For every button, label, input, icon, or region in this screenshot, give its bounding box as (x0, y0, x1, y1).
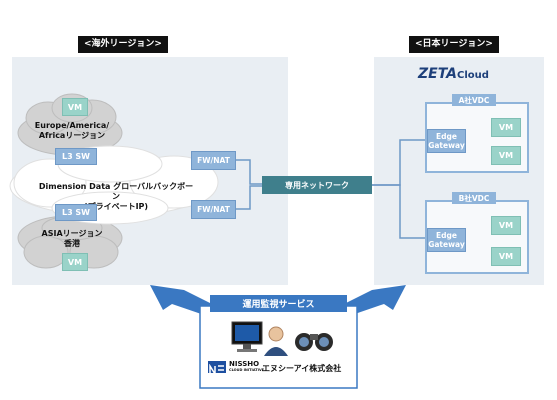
vdc-a-title: A社VDC (452, 94, 496, 106)
nissho-name: NISSHO (229, 360, 260, 368)
vdc-b-vm-2[interactable]: VM (491, 247, 521, 266)
vdc-a-vm-1[interactable]: VM (491, 118, 521, 137)
vm-asia[interactable]: VM (62, 253, 88, 271)
zeta-logo-sub: Cloud (457, 70, 489, 81)
monitor-icon (231, 321, 263, 352)
nci-logo-mark (209, 363, 224, 377)
nissho-sub: CLOUD INITIATIVE (229, 368, 265, 372)
europe-region-label: Europe/America/ Africaリージョン (34, 121, 110, 140)
fw-nat-bottom[interactable]: FW/NAT (191, 200, 236, 219)
overseas-region-tag: <海外リージョン> (78, 36, 168, 53)
edge-gateway-b[interactable]: Edge Gateway (427, 228, 466, 252)
fw-nat-top[interactable]: FW/NAT (191, 151, 236, 170)
vm-europe[interactable]: VM (62, 98, 88, 116)
zeta-cloud-logo: ZETACloud (418, 66, 489, 82)
person-icon (264, 326, 288, 356)
monitoring-service-label: 運用監視サービス (210, 295, 347, 312)
vdc-b-vm-1[interactable]: VM (491, 216, 521, 235)
binoculars-icon (295, 333, 333, 351)
backbone-label: Dimension Data グローバルバックボーン (プライベートIP) (38, 182, 194, 211)
vdc-b-title: B社VDC (452, 192, 496, 204)
asia-region-label: ASIAリージョン 香港 (41, 229, 103, 248)
company-name: エヌシーアイ株式会社 (262, 364, 342, 373)
japan-region-tag: <日本リージョン> (409, 36, 499, 53)
edge-gateway-a[interactable]: Edge Gateway (427, 129, 466, 153)
service-illustration (231, 321, 333, 356)
dedicated-network[interactable]: 専用ネットワーク (262, 176, 372, 194)
l3-switch-top[interactable]: L3 SW (55, 148, 97, 165)
l3-switch-bottom[interactable]: L3 SW (55, 204, 97, 221)
nissho-logo-text: NISSHO CLOUD INITIATIVE (229, 360, 264, 373)
gateway-connector-lines (372, 139, 427, 239)
fw-connector-lines (235, 159, 262, 210)
vdc-a-vm-2[interactable]: VM (491, 146, 521, 165)
zeta-logo-main: ZETA (418, 66, 458, 82)
monitoring-arrows (150, 285, 406, 317)
nci-logo (208, 361, 226, 377)
